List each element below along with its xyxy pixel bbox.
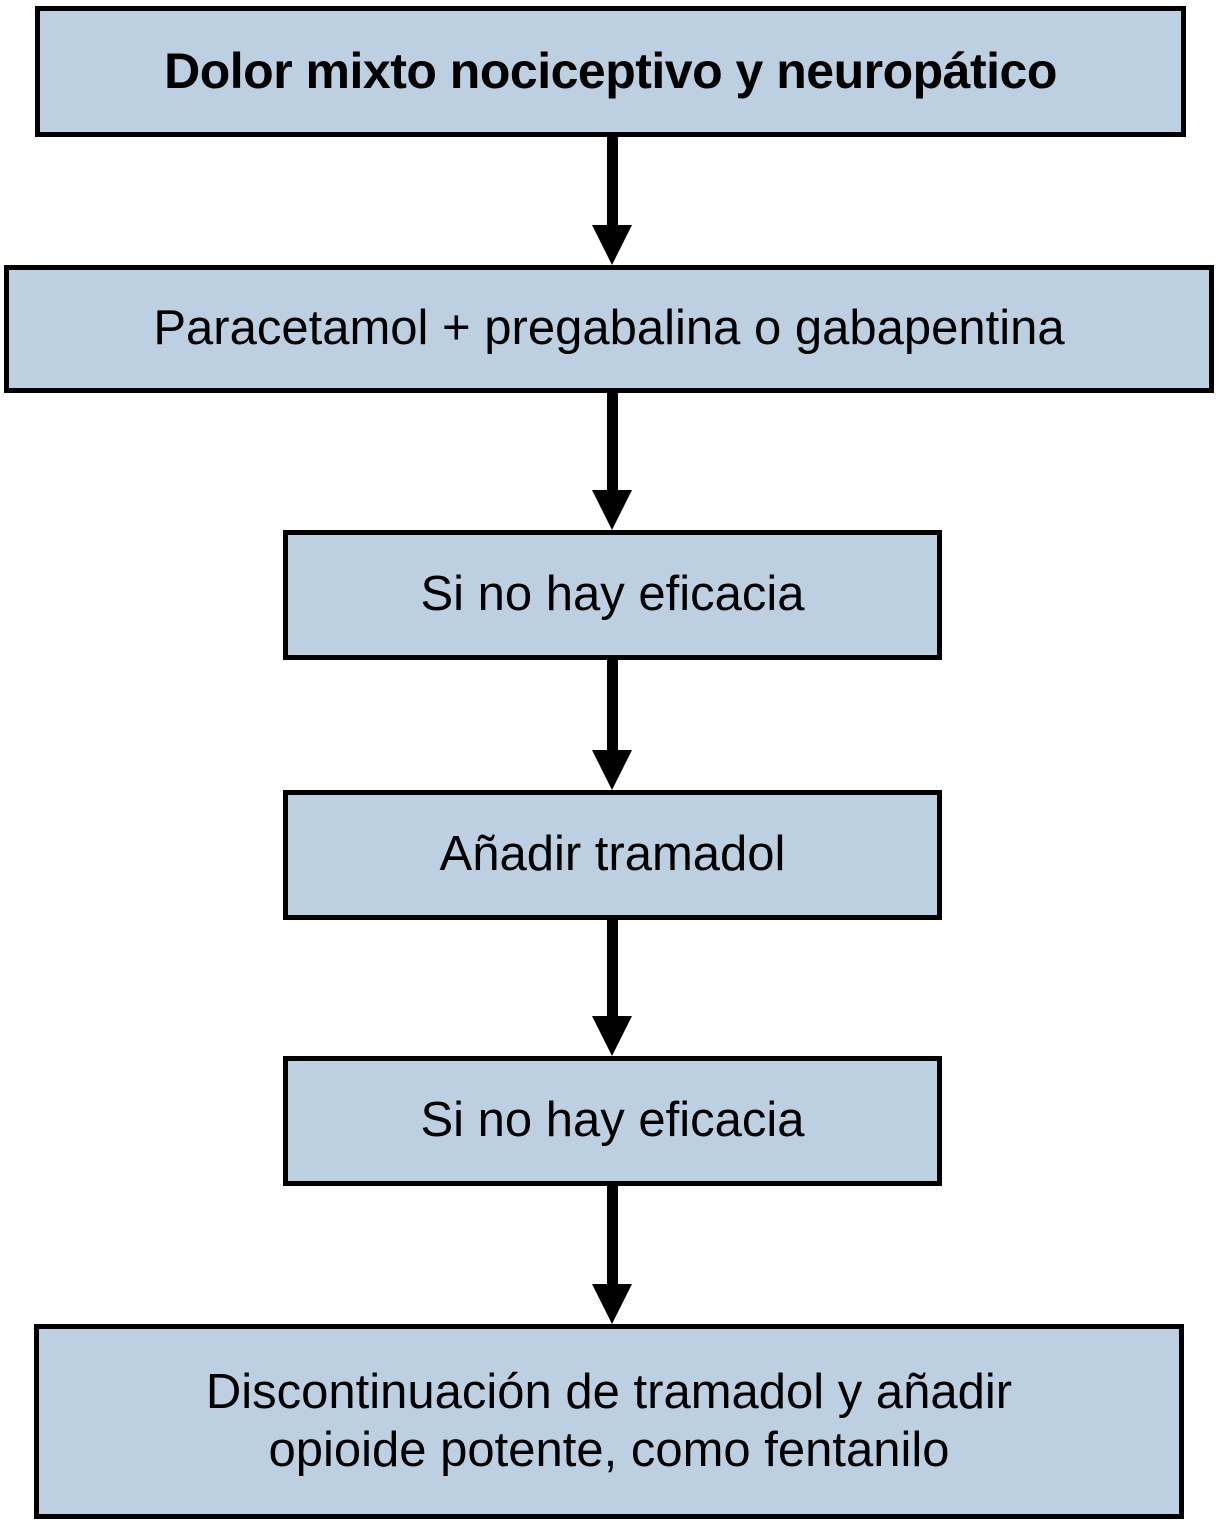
flow-node-step2-label: Añadir tramadol bbox=[439, 827, 786, 882]
flow-node-final-label: Discontinuación de tramadol y añadir opi… bbox=[205, 1364, 1013, 1477]
connector-arrowhead bbox=[592, 1284, 632, 1324]
flow-node-step1: Paracetamol + pregabalina o gabapentina bbox=[4, 265, 1214, 393]
connector-shaft bbox=[606, 660, 618, 750]
flow-node-check1: Si no hay eficacia bbox=[283, 530, 942, 660]
flow-node-final: Discontinuación de tramadol y añadir opi… bbox=[34, 1324, 1184, 1519]
flow-node-step1-label: Paracetamol + pregabalina o gabapentina bbox=[153, 301, 1065, 356]
connector-shaft bbox=[606, 1186, 618, 1284]
connector-shaft bbox=[606, 137, 618, 225]
flow-node-check1-label: Si no hay eficacia bbox=[420, 567, 805, 622]
flow-node-start-label: Dolor mixto nociceptivo y neuropático bbox=[164, 43, 1057, 99]
connector-arrowhead bbox=[592, 1016, 632, 1056]
flow-node-check2-label: Si no hay eficacia bbox=[420, 1093, 805, 1148]
connector-arrowhead bbox=[592, 225, 632, 265]
connector-arrowhead bbox=[592, 490, 632, 530]
flow-node-step2: Añadir tramadol bbox=[283, 790, 942, 920]
connector-arrowhead bbox=[592, 750, 632, 790]
connector-shaft bbox=[606, 393, 618, 490]
flow-node-check2: Si no hay eficacia bbox=[283, 1056, 942, 1186]
connector-shaft bbox=[606, 920, 618, 1016]
flow-node-start: Dolor mixto nociceptivo y neuropático bbox=[35, 6, 1186, 137]
